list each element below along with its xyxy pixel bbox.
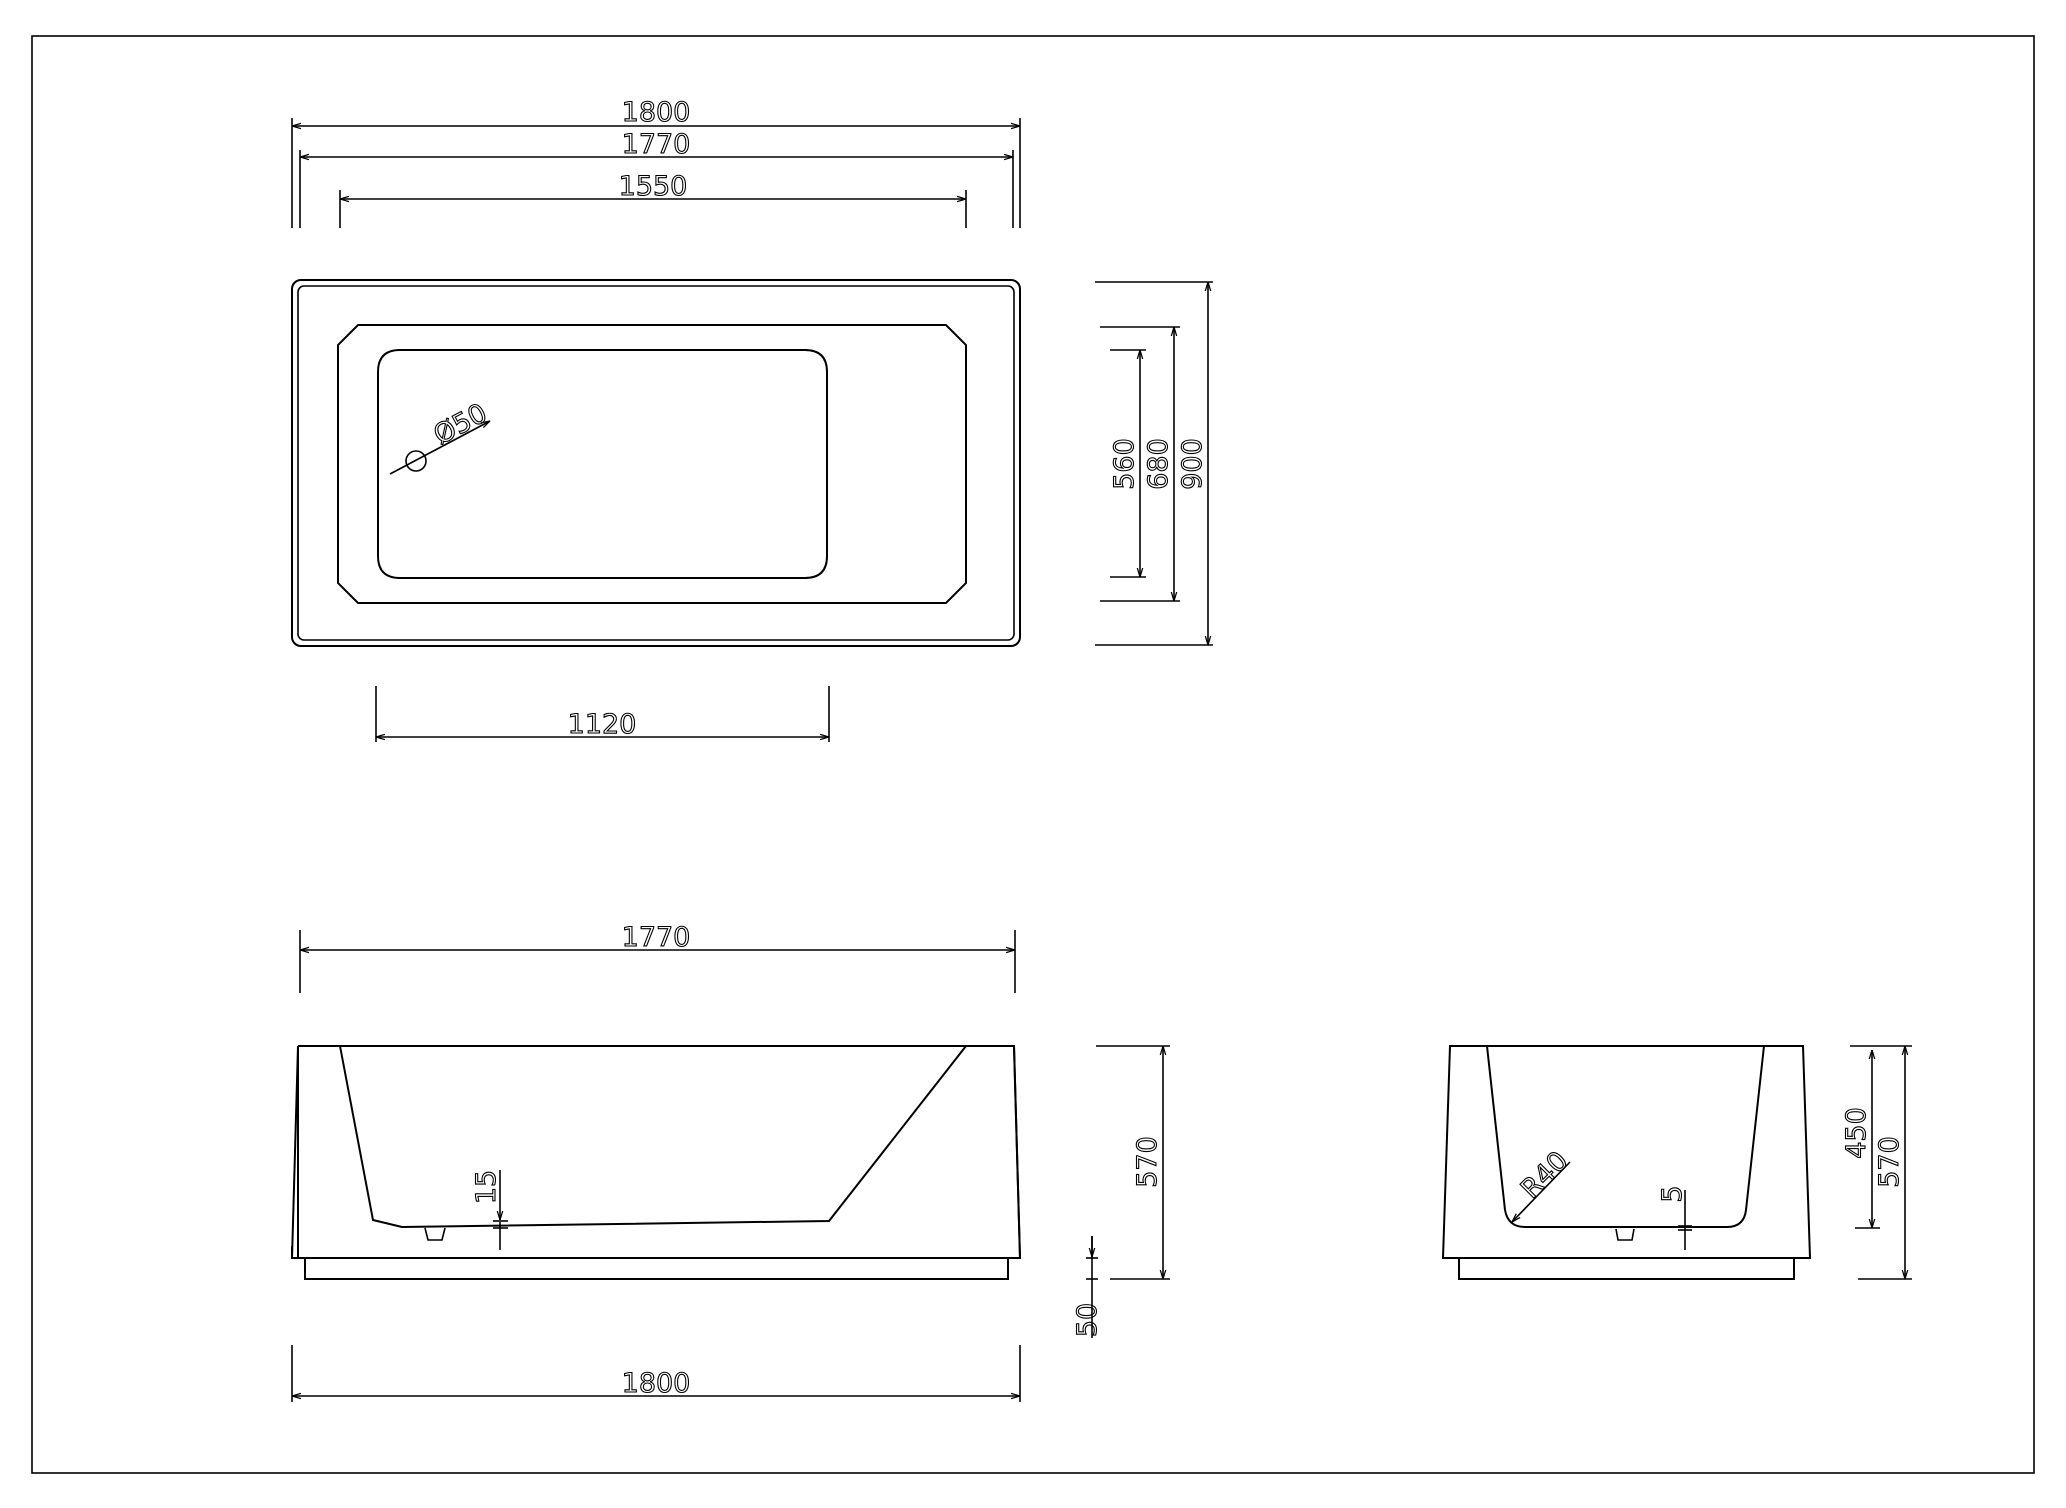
radius-leader [1512, 1161, 1571, 1222]
side-view: R40 5 450 570 [1441, 1045, 1912, 1280]
drawing-border [31, 35, 2035, 1474]
drain-leader [389, 421, 490, 475]
dim-1770-front: 1770 [622, 922, 691, 953]
drain-diameter-label: Ø50 [429, 398, 493, 451]
front-inner-profile [339, 1045, 967, 1229]
dim-560: 560 [1109, 438, 1140, 490]
side-inner-profile [1486, 1045, 1765, 1228]
side-body-outline [1441, 1045, 1812, 1259]
front-view: 1770 1800 570 50 15 [291, 921, 1170, 1402]
front-base-plinth [304, 1257, 1009, 1280]
dim-1120: 1120 [568, 709, 637, 740]
dim-r40: R40 [1515, 1145, 1574, 1204]
dim-50: 50 [1072, 1303, 1103, 1337]
tub-inner-basin [337, 324, 967, 604]
drain-circle [405, 450, 427, 472]
side-base-plinth [1458, 1257, 1795, 1280]
tub-outer-rim [291, 279, 1021, 647]
tub-bottom-floor [377, 349, 828, 579]
dim-1800-top: 1800 [622, 97, 691, 128]
dim-680: 680 [1143, 438, 1174, 490]
top-view: Ø50 1800 1770 1550 1120 900 680 560 [291, 96, 1213, 742]
dim-570-side: 570 [1874, 1136, 1905, 1188]
dim-15: 15 [471, 1170, 502, 1204]
dim-450: 450 [1841, 1107, 1872, 1159]
tub-outer-rim-inner-line [297, 285, 1015, 641]
dim-1550: 1550 [619, 171, 688, 202]
dim-1770-top: 1770 [622, 129, 691, 160]
dim-5: 5 [1657, 1185, 1688, 1202]
front-body-sides [291, 1045, 1021, 1259]
dim-900: 900 [1177, 438, 1208, 490]
front-drain-stub [424, 1227, 446, 1241]
dim-1800-bottom: 1800 [622, 1368, 691, 1399]
dim-570-front: 570 [1132, 1136, 1163, 1188]
side-drain-stub [1615, 1228, 1635, 1241]
